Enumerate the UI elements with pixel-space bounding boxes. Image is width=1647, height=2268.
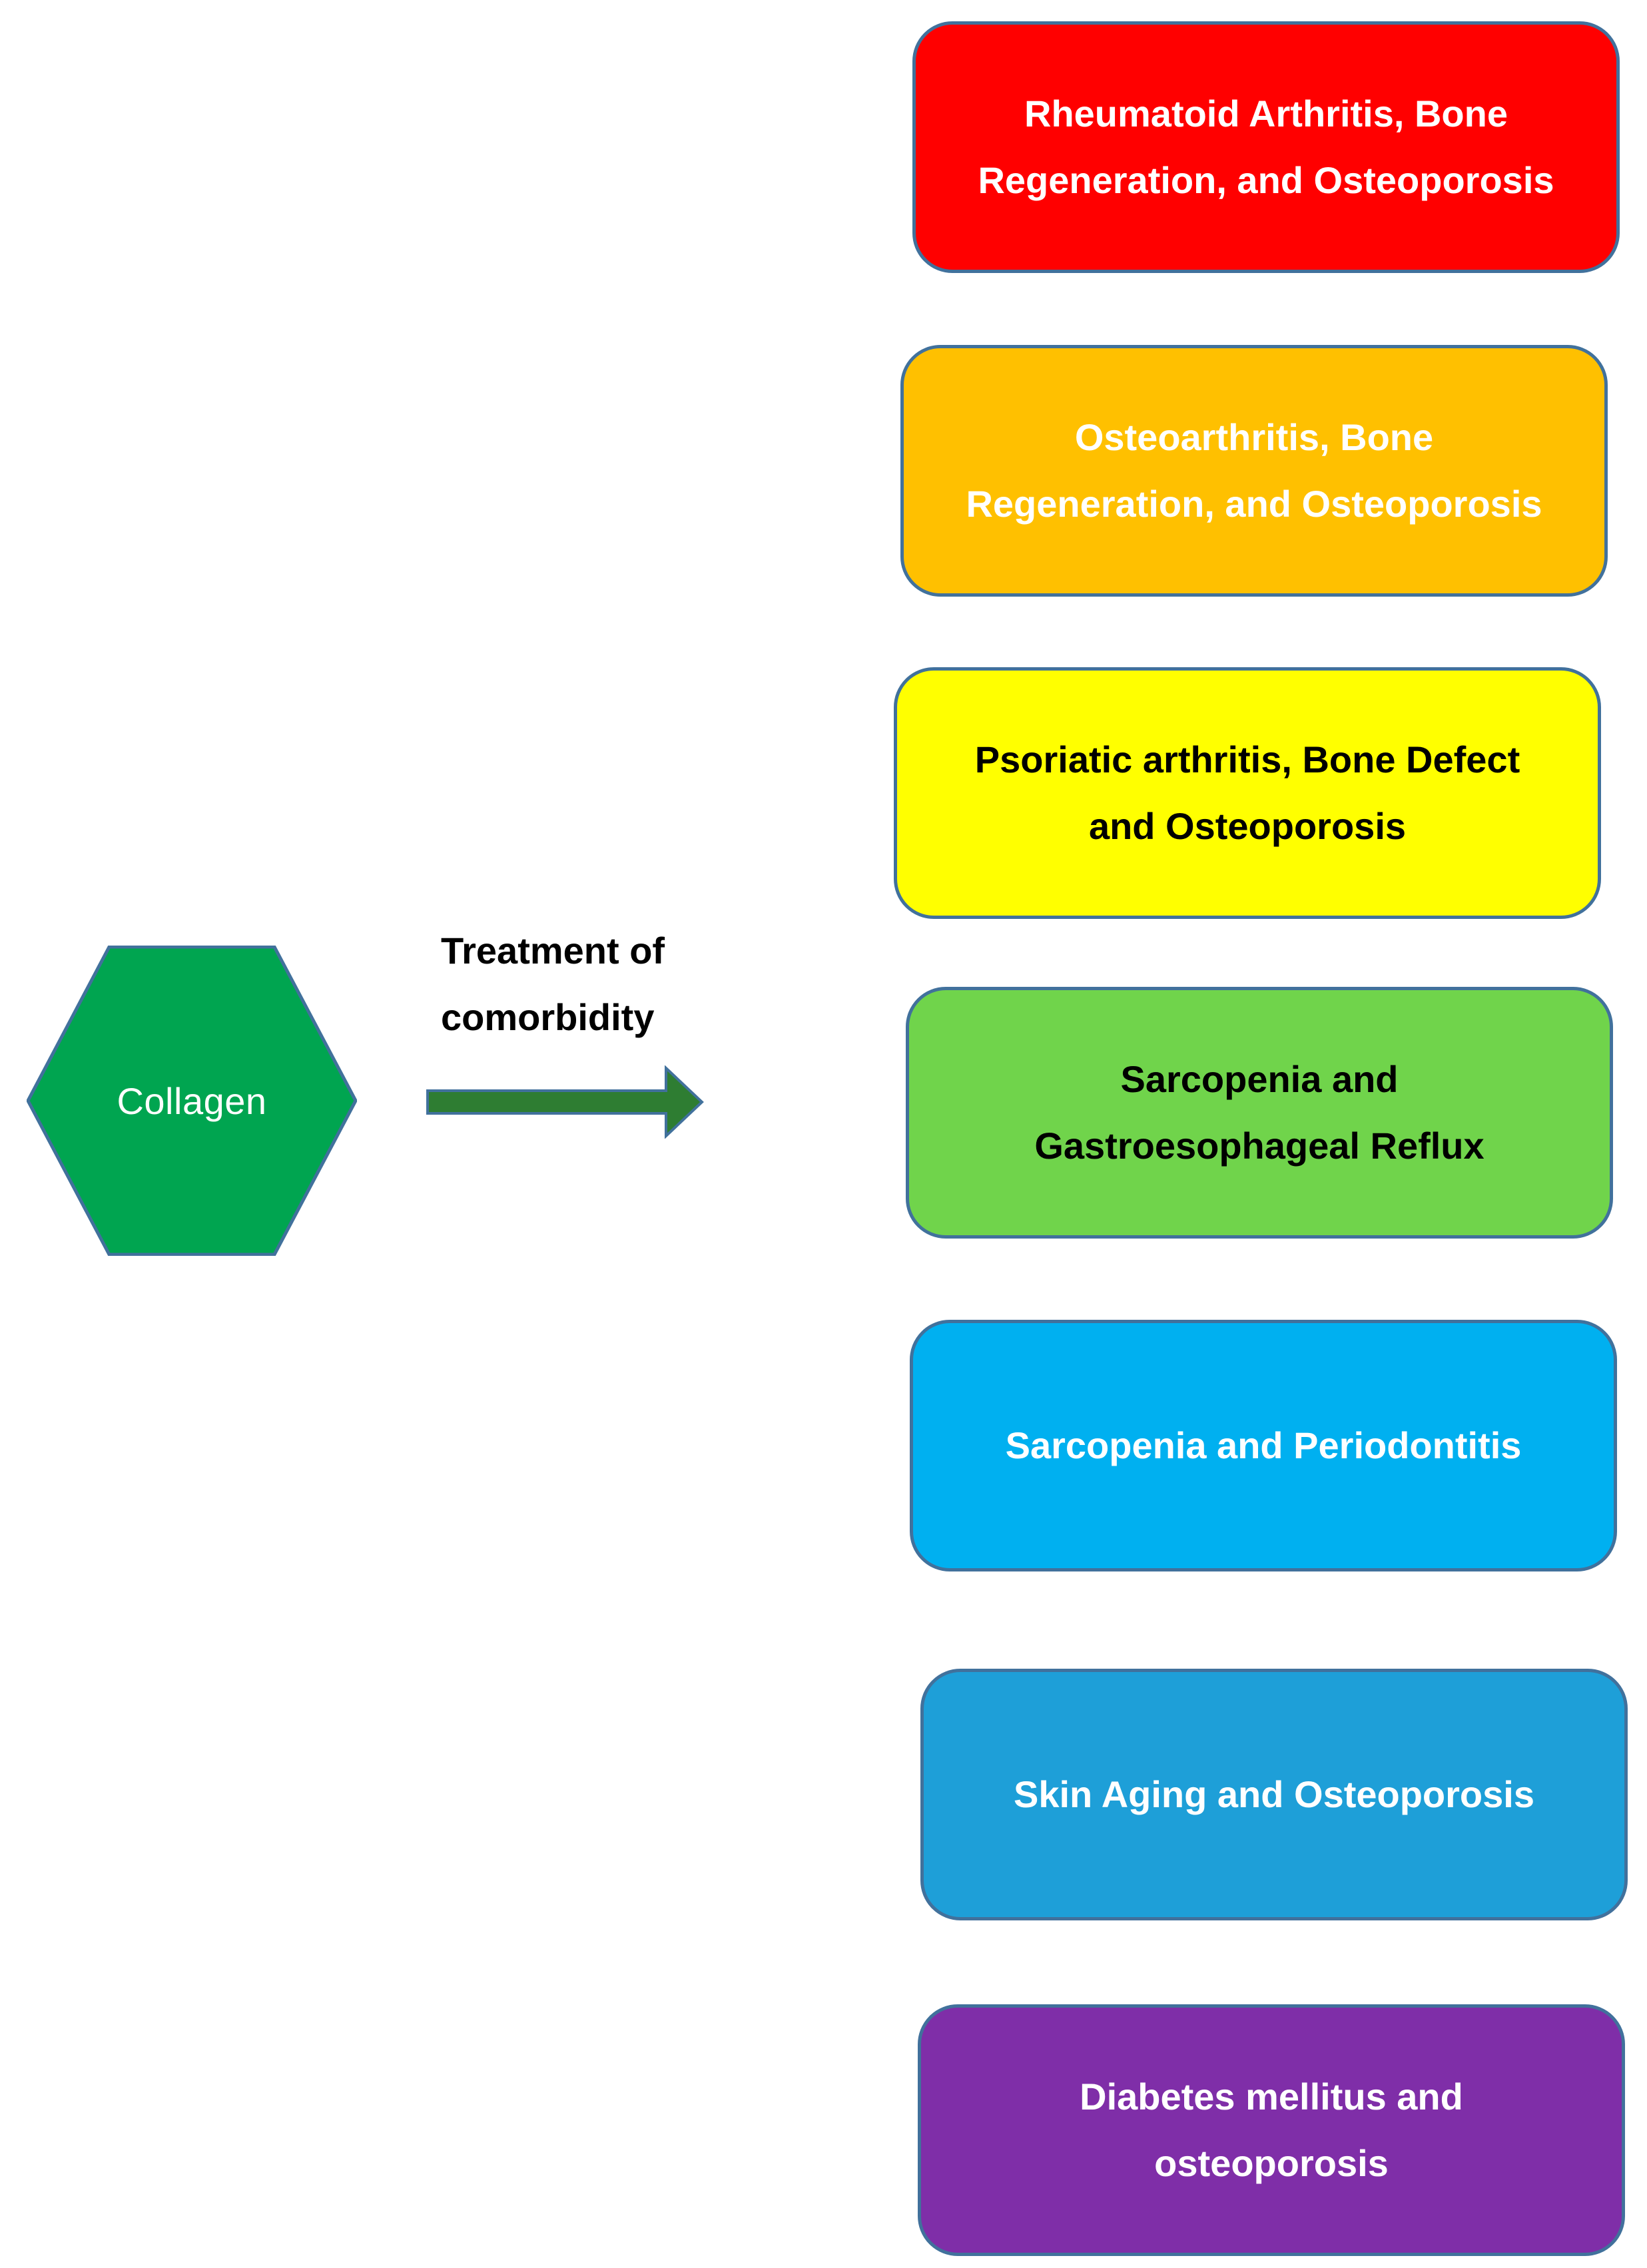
treatment-label: Treatment of comorbidity xyxy=(441,918,721,1051)
condition-box-sarcopenia-reflux: Sarcopenia and Gastroesophageal Reflux xyxy=(906,987,1613,1239)
condition-box-osteoarthritis: Osteoarthritis, Bone Regeneration, and O… xyxy=(900,345,1608,597)
condition-box-line2: Regeneration, and Osteoporosis xyxy=(978,159,1554,201)
condition-box-line1: Osteoarthritis, Bone xyxy=(1074,416,1434,458)
hexagon-shape xyxy=(27,946,357,1256)
condition-box-line2: Regeneration, and Osteoporosis xyxy=(966,483,1542,525)
collagen-label: Collagen xyxy=(117,1079,267,1122)
treatment-label-line1: Treatment of xyxy=(441,930,665,972)
condition-box-diabetes: Diabetes mellitus and osteoporosis xyxy=(918,2004,1625,2256)
condition-box-psoriatic: Psoriatic arthritis, Bone Defect and Ost… xyxy=(894,667,1601,919)
treatment-label-line2: comorbidity xyxy=(441,996,655,1038)
condition-box-rheumatoid: Rheumatoid Arthritis, Bone Regeneration,… xyxy=(912,21,1620,273)
condition-box-line2: and Osteoporosis xyxy=(1088,805,1407,847)
condition-box-skin-aging: Skin Aging and Osteoporosis xyxy=(920,1669,1628,1920)
condition-box-line1: Sarcopenia and xyxy=(1120,1058,1399,1100)
arrow-right-icon xyxy=(426,1065,704,1139)
condition-box-line2: Gastroesophageal Reflux xyxy=(1034,1125,1484,1167)
condition-box-line1: Skin Aging and Osteoporosis xyxy=(1013,1773,1534,1815)
condition-box-line1: Rheumatoid Arthritis, Bone xyxy=(1024,93,1508,135)
condition-box-line1: Diabetes mellitus and xyxy=(1080,2076,1463,2118)
treatment-arrow xyxy=(426,1065,706,1139)
condition-box-line1: Sarcopenia and Periodontitis xyxy=(1005,1424,1522,1466)
collagen-node: Collagen xyxy=(27,946,357,1256)
condition-box-sarcopenia-periodontitis: Sarcopenia and Periodontitis xyxy=(910,1320,1617,1571)
condition-box-line2: osteoporosis xyxy=(1154,2142,1389,2184)
condition-box-line1: Psoriatic arthritis, Bone Defect xyxy=(974,738,1520,780)
